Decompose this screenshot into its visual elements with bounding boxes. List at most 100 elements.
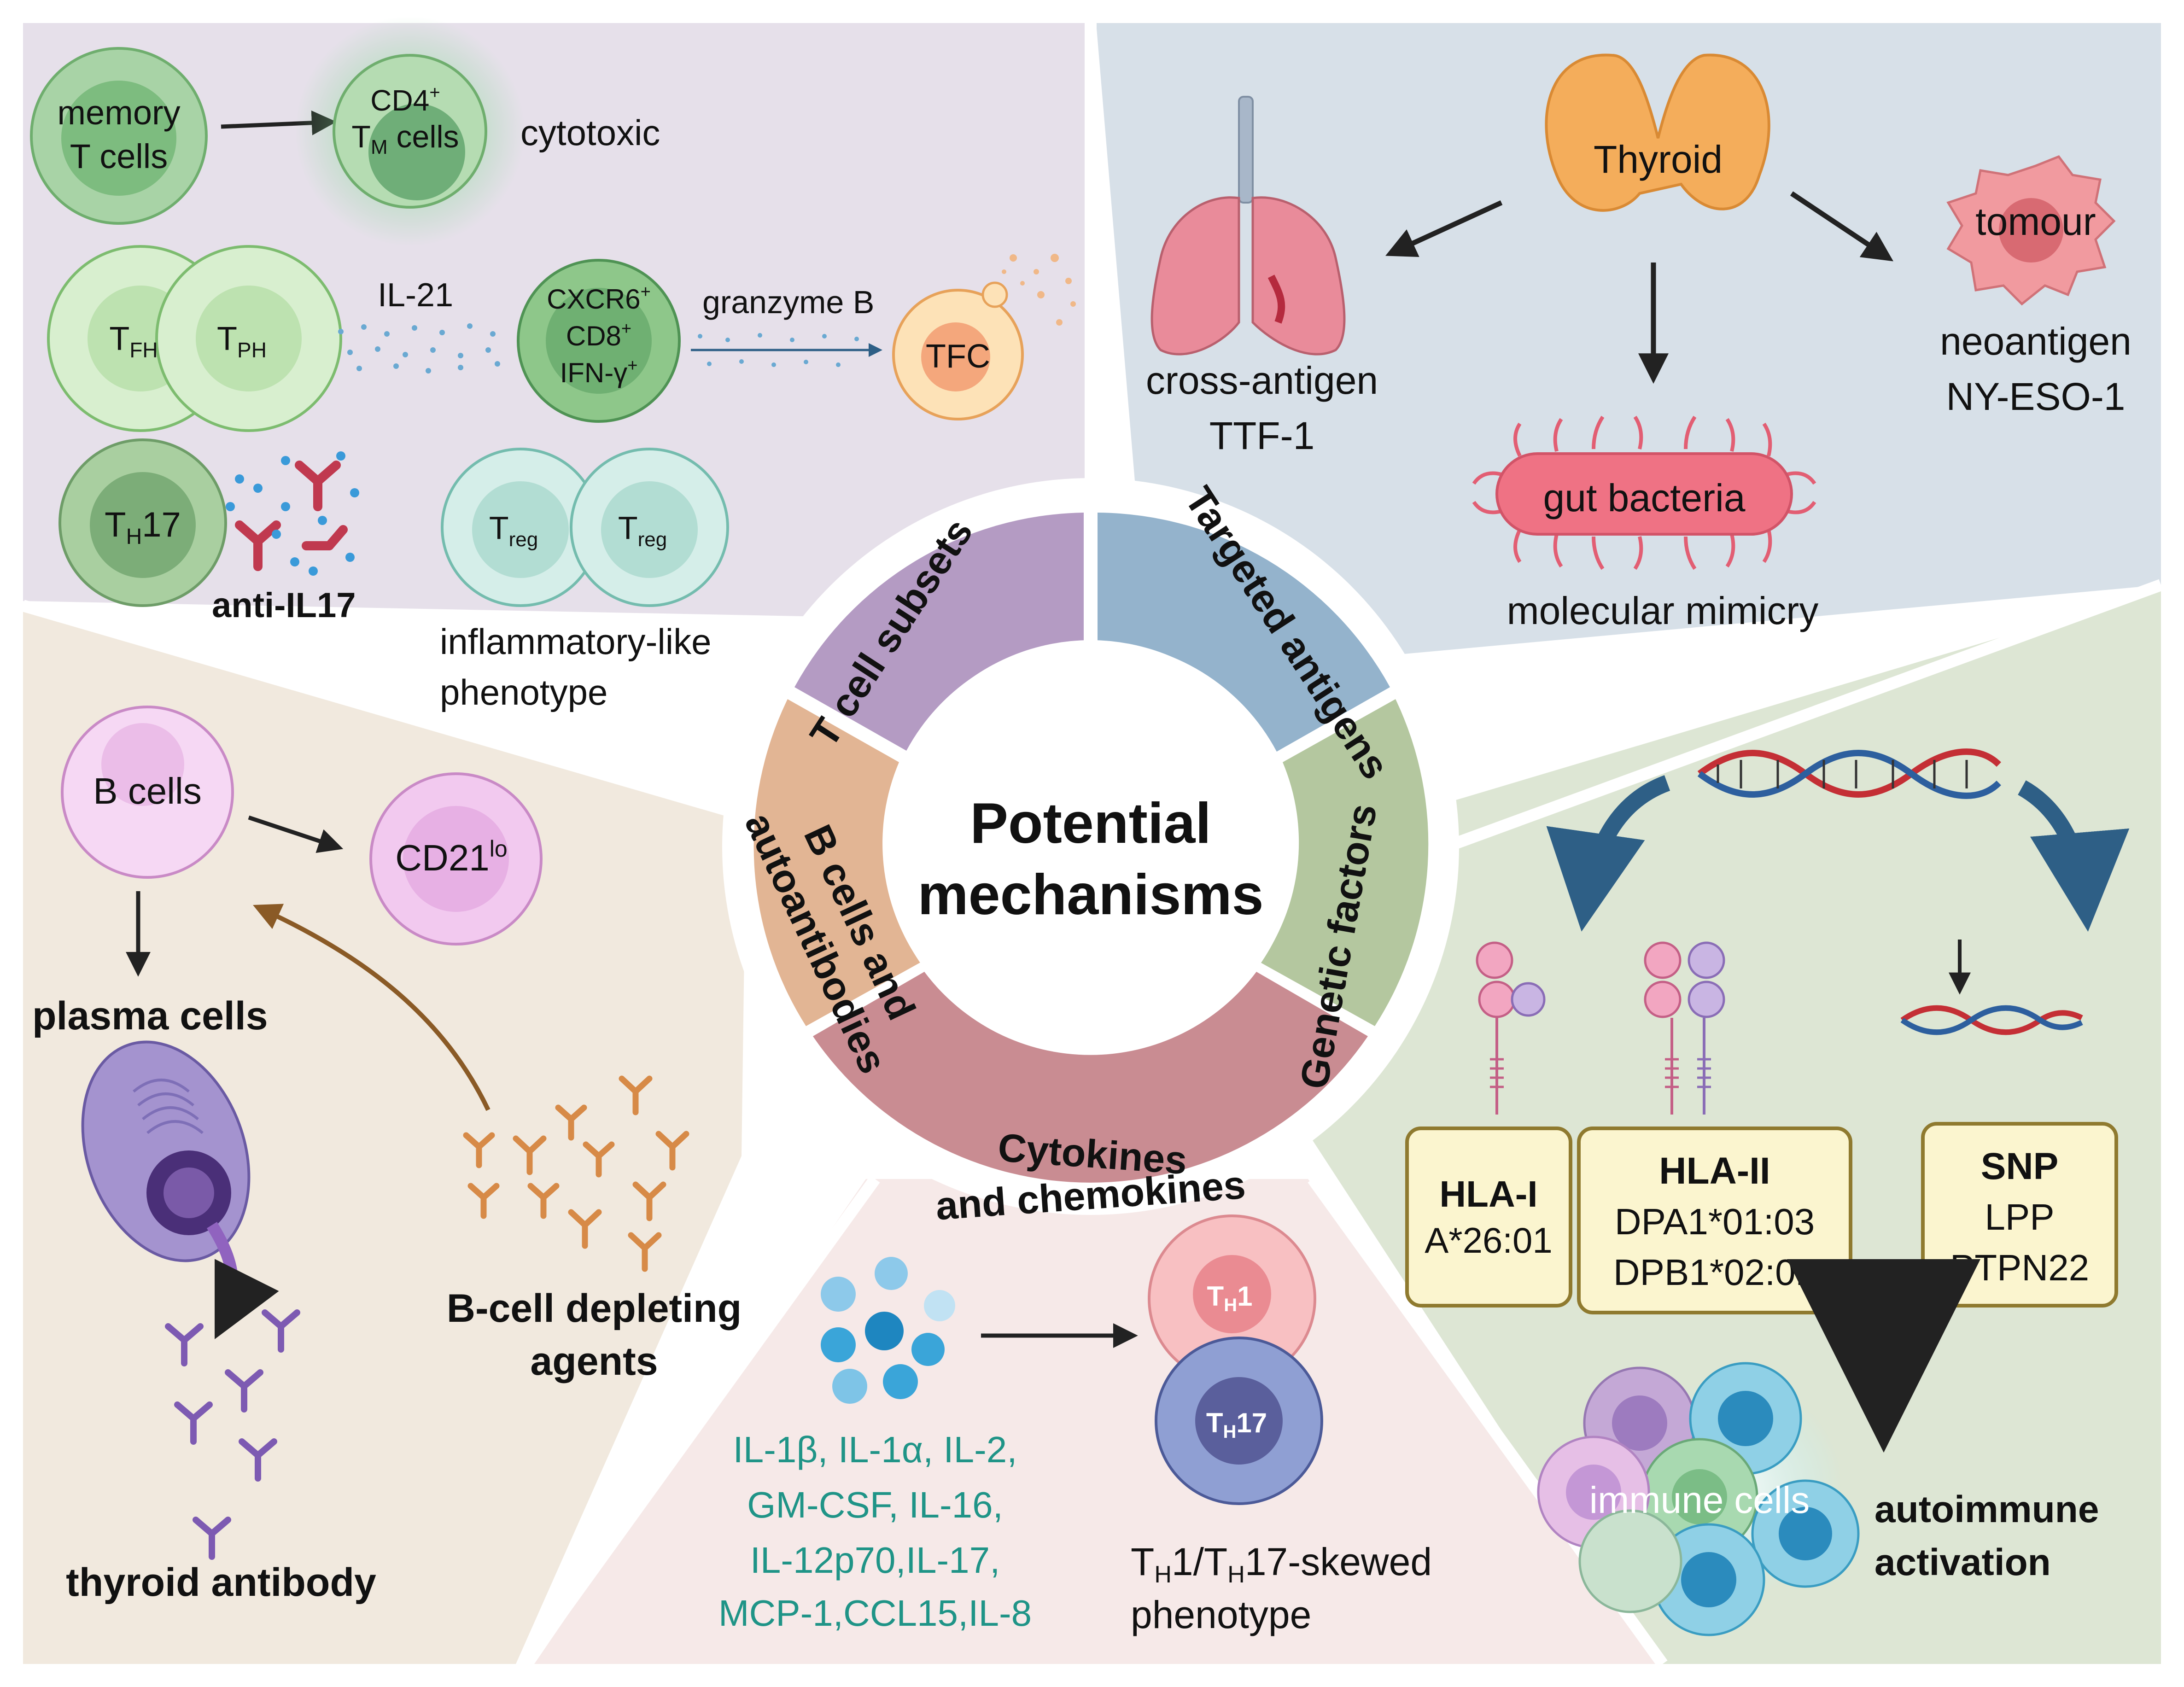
treg-cells: Treg Treg <box>441 448 729 607</box>
cd4-label: CD4 <box>370 84 429 117</box>
il21-particles <box>338 323 500 374</box>
cytokine-sector-bg <box>534 1179 1658 1664</box>
thyroid-to-lungs-arrow <box>1385 200 1503 257</box>
memory-t-cell: memory T cells <box>30 47 208 225</box>
cytokine-line-4: MCP-1,CCL15,IL-8 <box>718 1593 1032 1634</box>
treg-label-2: T <box>618 510 638 546</box>
th17e-label: T <box>1206 1407 1223 1438</box>
mechanism-ring: Potential mechanisms T cell subsets Targ… <box>722 478 1459 1228</box>
ring-segment-genetic[interactable] <box>1261 699 1429 1026</box>
svg-text:CD4+: CD4+ <box>370 82 440 117</box>
inflam-label-2: phenotype <box>440 672 607 712</box>
snp-box: SNP LPP PTPN22 <box>1921 1122 2118 1308</box>
cd21-sup: lo <box>490 836 508 862</box>
svg-text:TM cells: TM cells <box>351 119 459 158</box>
th17e-rest: 17 <box>1236 1407 1267 1438</box>
b-cells-label: B cells <box>93 771 202 811</box>
neoantigen-label-1: neoantigen <box>1940 320 2131 363</box>
tph-label: T <box>217 321 237 357</box>
th1-label: T <box>1207 1281 1224 1312</box>
svg-text:TH1/TH17-skewed: TH1/TH17-skewed <box>1131 1540 1432 1588</box>
plasma-cell-icon <box>81 1040 251 1262</box>
il17-particles <box>226 451 359 576</box>
skew-c: 17-skewed <box>1245 1540 1432 1583</box>
bcell-sector-bg <box>23 610 746 1664</box>
tumour-label: tomour <box>1975 200 2096 243</box>
th17-rest: 17 <box>142 505 181 544</box>
skew-a: T <box>1131 1540 1154 1583</box>
cross-antigen-label-1: cross-antigen <box>1146 359 1378 402</box>
depleting-antibody-icons <box>463 1075 689 1272</box>
svg-text:CD21lo: CD21lo <box>395 836 507 878</box>
hla2-allele-2: DPB1*02:01 <box>1613 1252 1816 1293</box>
center-disc <box>884 640 1297 1053</box>
snp-gene-1: LPP <box>1985 1197 2054 1238</box>
snp-title: SNP <box>1981 1145 2059 1187</box>
cd4-tm-cell: CD4+ TM cells <box>295 16 525 246</box>
depleting-to-cd21-arrow <box>253 904 491 1111</box>
hla2-title: HLA-II <box>1659 1150 1770 1192</box>
cd21-cell: CD21lo <box>369 772 543 946</box>
immune-cells-label: immune cells <box>1589 1479 1810 1521</box>
il21-label: IL-21 <box>378 277 453 314</box>
cd4-sup: + <box>429 82 440 103</box>
svg-text:Treg: Treg <box>618 510 667 551</box>
background-sectors <box>21 23 2163 1668</box>
neoantigen-label-2: NY-ESO-1 <box>1946 375 2125 418</box>
cytokine-line-3: IL-12p70,IL-17, <box>750 1540 1000 1581</box>
th17e-sub: H <box>1223 1422 1237 1442</box>
cytokine-section: TH1 TH17 IL-1β, IL-1α, IL-2, GM-CSF, IL-… <box>718 1214 1432 1636</box>
depleting-label-2: agents <box>530 1339 658 1383</box>
tfc-release-particles <box>1002 254 1076 326</box>
th1-sub: H <box>1224 1295 1237 1315</box>
th17-cell: TH17 <box>58 438 227 607</box>
antigen-section: Thyroid cross-antigen TTF-1 tomour neoan… <box>1146 53 2131 632</box>
snp-dna-icon <box>1900 940 2083 1035</box>
anti-il17-antibodies <box>235 461 348 571</box>
tm-label: T <box>351 119 371 154</box>
ring-segment-antigen[interactable] <box>1098 513 1390 752</box>
cytokine-line-1: IL-1β, IL-1α, IL-2, <box>733 1429 1017 1470</box>
ifn-label: IFN-γ <box>560 357 628 388</box>
molecular-mimicry-label: molecular mimicry <box>1507 589 1819 632</box>
skew-b-sub: H <box>1227 1561 1245 1588</box>
granzyme-label: granzyme B <box>702 284 874 320</box>
th1-cell: TH1 <box>1148 1214 1316 1383</box>
th17-label: T <box>105 505 126 544</box>
tfh-sub: FH <box>129 338 158 362</box>
plasma-cells-label: plasma cells <box>32 994 268 1038</box>
svg-text:TH1: TH1 <box>1207 1281 1253 1315</box>
ifn-sup: + <box>627 356 637 375</box>
cd8-cell: CXCR6+ CD8+ IFN-γ+ <box>517 259 681 423</box>
ring-segment-bcell[interactable] <box>753 699 920 1026</box>
cd8-sup: + <box>621 319 631 339</box>
plasma-to-antibody-arrow <box>206 1222 279 1339</box>
cytokine-list: IL-1β, IL-1α, IL-2, GM-CSF, IL-16, IL-12… <box>718 1429 1032 1634</box>
cytokine-particles <box>821 1257 955 1404</box>
genetic-section: HLA-I A*26:01 HLA-II DPA1*01:03 DPB1*02:… <box>1405 748 2130 1636</box>
dna-to-hla-arrow <box>1546 775 1670 932</box>
svg-text:IFN-γ+: IFN-γ+ <box>560 356 638 388</box>
svg-text:CD8+: CD8+ <box>566 319 631 351</box>
thyroid-label: Thyroid <box>1594 138 1723 181</box>
svg-text:TH17: TH17 <box>105 505 181 549</box>
autoimmune-label-1: autoimmune <box>1875 1489 2099 1530</box>
hla2-allele-1: DPA1*01:03 <box>1615 1201 1815 1242</box>
ring-segment-cytokine[interactable] <box>813 972 1368 1183</box>
tfc-cell: TFC <box>892 254 1076 420</box>
tfh-label: T <box>109 321 129 357</box>
granzyme-particles <box>698 333 859 367</box>
cd21-label: CD21 <box>395 837 490 878</box>
ring-segment-tcell[interactable] <box>794 513 1084 751</box>
antigen-sector-bg <box>1096 23 2161 677</box>
hla2-molecule-icon <box>1644 941 1725 1115</box>
hla2-box: HLA-II DPA1*01:03 DPB1*02:01 <box>1577 1127 1852 1314</box>
cd8-label: CD8 <box>566 321 621 351</box>
dna-helix-icon <box>1697 748 2001 799</box>
cytokine-line-2: GM-CSF, IL-16, <box>747 1484 1003 1525</box>
thyroid-to-tumour-arrow <box>1790 191 1893 262</box>
lungs-icon <box>1150 96 1346 356</box>
th17-effector-cell: TH17 <box>1155 1337 1323 1505</box>
cytotoxic-label: cytotoxic <box>520 112 660 153</box>
